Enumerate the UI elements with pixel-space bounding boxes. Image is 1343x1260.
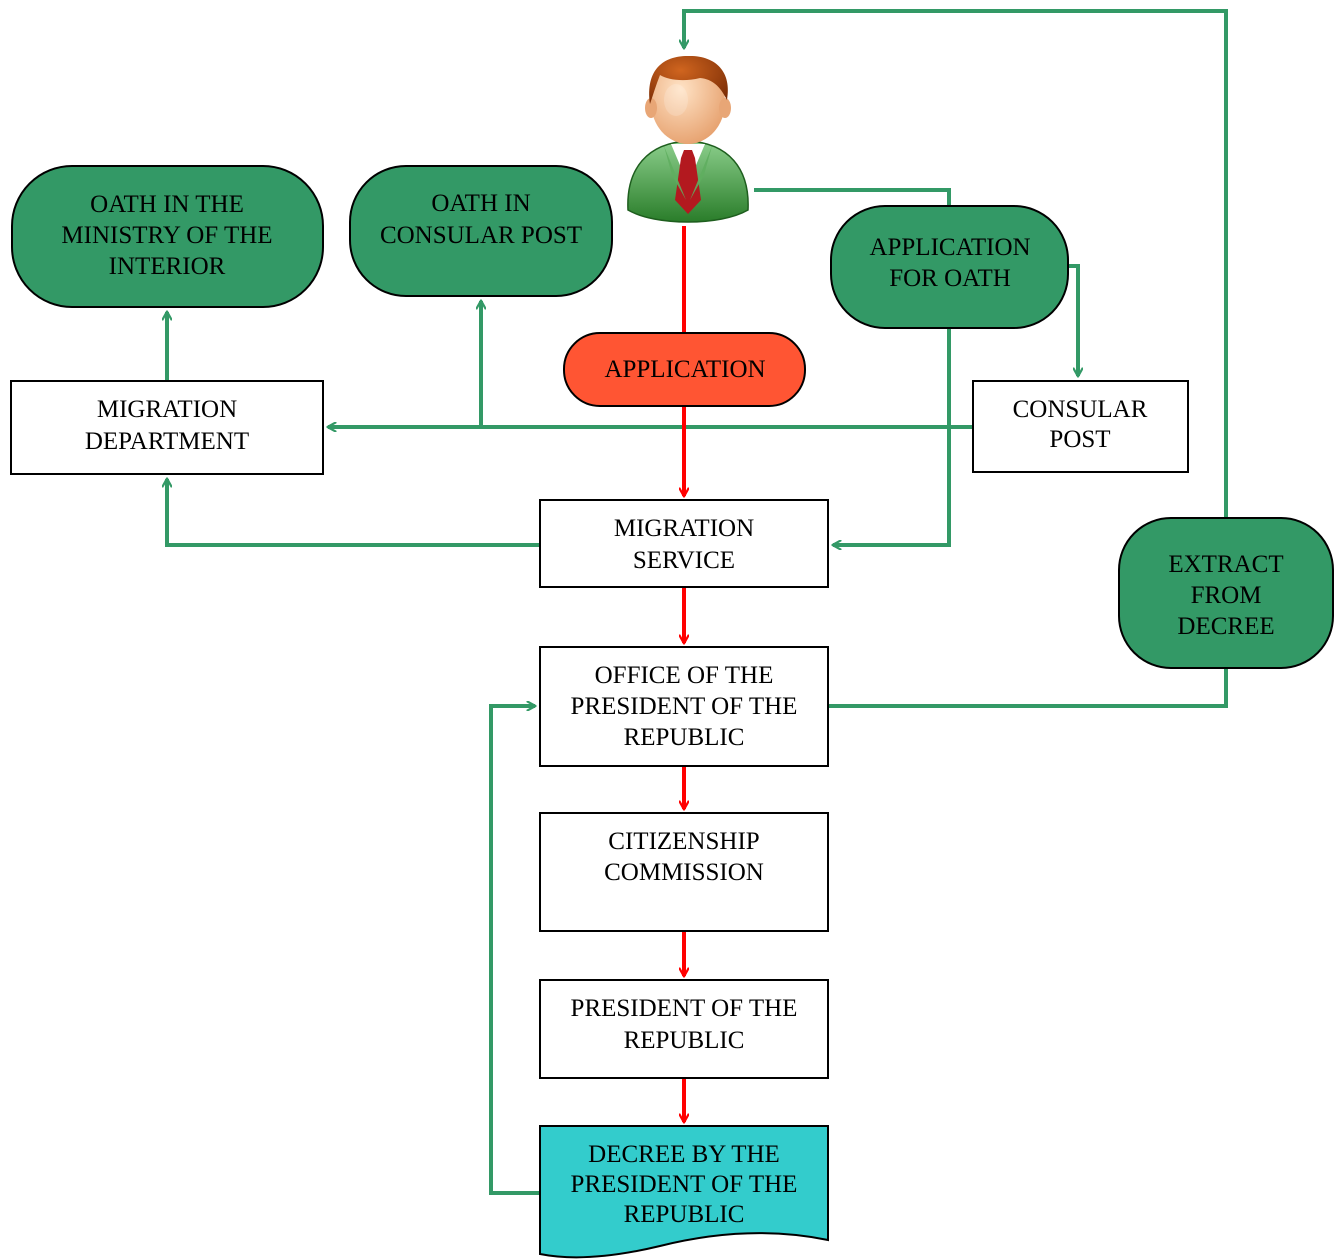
migration-service-label-2: SERVICE <box>633 547 735 574</box>
migration-service-node: MIGRATION SERVICE <box>539 499 829 588</box>
migration-service-label-1: MIGRATION <box>614 515 754 542</box>
consular-post-node: CONSULAR POST <box>972 380 1189 473</box>
migration-department-label-2: DEPARTMENT <box>85 428 249 455</box>
decree-node: DECREE BY THE PRESIDENT OF THE REPUBLIC <box>539 1125 829 1259</box>
office-label-2: PRESIDENT OF THE <box>571 693 798 720</box>
office-label-1: OFFICE OF THE <box>595 662 774 689</box>
person-avatar-icon <box>627 55 749 223</box>
connector-oath-application-to-consular <box>1068 264 1078 376</box>
connector-oath-application-to-migration-service <box>833 328 951 545</box>
decree-label-1: DECREE BY THE <box>588 1141 780 1168</box>
green-connectors <box>167 9 1228 1195</box>
application-for-oath-label-1: APPLICATION <box>869 234 1030 261</box>
application-for-oath-node: APPLICATION FOR OATH <box>830 205 1069 329</box>
application-label: APPLICATION <box>604 356 765 383</box>
connector-extract-to-applicant <box>684 9 1228 518</box>
extract-label-3: DECREE <box>1177 613 1274 640</box>
extract-label-1: EXTRACT <box>1168 551 1283 578</box>
oath-ministry-label-1: OATH IN THE <box>90 191 244 218</box>
application-for-oath-label-2: FOR OATH <box>889 265 1011 292</box>
office-of-president-node: OFFICE OF THE PRESIDENT OF THE REPUBLIC <box>539 646 829 767</box>
oath-ministry-node: OATH IN THE MINISTRY OF THE INTERIOR <box>11 165 324 308</box>
connector-office-to-extract <box>828 668 1228 708</box>
connector-decree-to-office <box>489 706 540 1195</box>
consular-post-label-2: POST <box>1049 426 1110 453</box>
extract-label-2: FROM <box>1191 582 1262 609</box>
migration-department-node: MIGRATION DEPARTMENT <box>10 380 324 475</box>
commission-label-1: CITIZENSHIP <box>608 828 759 855</box>
president-label-2: REPUBLIC <box>624 1027 745 1054</box>
president-label-1: PRESIDENT OF THE <box>571 995 798 1022</box>
application-node: APPLICATION <box>563 332 806 407</box>
oath-consular-label-1: OATH IN <box>431 190 530 217</box>
oath-consular-node: OATH IN CONSULAR POST <box>349 165 613 297</box>
consular-post-label-1: CONSULAR <box>1013 396 1148 423</box>
oath-consular-label-2: CONSULAR POST <box>380 222 582 249</box>
connector-applicant-to-oath-application <box>754 188 951 206</box>
decree-label-3: REPUBLIC <box>624 1201 745 1228</box>
president-node: PRESIDENT OF THE REPUBLIC <box>539 979 829 1079</box>
migration-department-label-1: MIGRATION <box>97 396 237 423</box>
commission-label-2: COMMISSION <box>604 859 764 886</box>
extract-from-decree-node: EXTRACT FROM DECREE <box>1118 517 1334 669</box>
decree-label-2: PRESIDENT OF THE <box>571 1171 798 1198</box>
oath-ministry-label-3: INTERIOR <box>109 253 226 280</box>
office-label-3: REPUBLIC <box>624 724 745 751</box>
connector-migration-service-to-migration-dept <box>167 479 540 547</box>
oath-ministry-label-2: MINISTRY OF THE <box>61 222 272 249</box>
citizenship-commission-node: CITIZENSHIP COMMISSION <box>539 812 829 932</box>
